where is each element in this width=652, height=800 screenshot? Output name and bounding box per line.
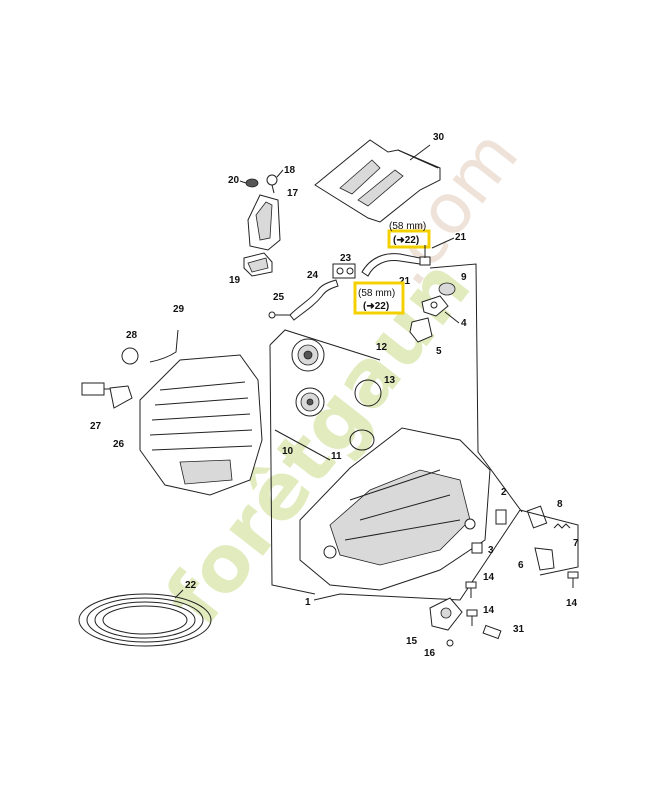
part-23-valve xyxy=(332,263,356,279)
label-12: 12 xyxy=(376,342,388,353)
label-6: 6 xyxy=(518,560,524,571)
label-30: 30 xyxy=(433,132,445,143)
label-20: 20 xyxy=(228,175,240,186)
part-20-grommet xyxy=(245,178,259,188)
part-16-screw xyxy=(446,639,454,647)
label-13: 13 xyxy=(384,375,396,386)
callout-1-length: (58 mm) xyxy=(389,221,426,232)
label-26: 26 xyxy=(113,439,125,450)
label-19: 19 xyxy=(229,275,241,286)
label-23: 23 xyxy=(340,253,352,264)
part-15-catch xyxy=(429,597,463,631)
part-8-sleeve xyxy=(526,505,548,529)
label-14-b: 14 xyxy=(483,605,495,616)
part-6-stop xyxy=(534,547,555,571)
label-8: 8 xyxy=(557,499,563,510)
part-18-screw xyxy=(266,174,278,194)
label-16: 16 xyxy=(424,648,436,659)
part-9-grommet xyxy=(438,282,456,296)
part-5-connector xyxy=(409,317,433,343)
label-24: 24 xyxy=(307,270,319,281)
label-29: 29 xyxy=(173,304,185,315)
part-28-plug xyxy=(121,347,139,365)
label-28: 28 xyxy=(126,330,138,341)
label-10: 10 xyxy=(282,446,294,457)
label-15: 15 xyxy=(406,636,418,647)
part-24-pipe xyxy=(289,279,339,321)
part-14-screws xyxy=(465,571,579,626)
label-18: 18 xyxy=(284,165,296,176)
label-3: 3 xyxy=(488,545,494,556)
part-17-bracket xyxy=(247,194,281,251)
part-21-hose xyxy=(361,245,431,277)
label-31: 31 xyxy=(513,624,525,635)
label-14-c: 14 xyxy=(566,598,578,609)
label-7: 7 xyxy=(573,538,579,549)
part-4-bracket xyxy=(421,295,449,317)
engine-block xyxy=(139,354,263,496)
part-22-coil xyxy=(78,593,212,647)
part-26-wrench xyxy=(109,385,133,409)
part-29-cable xyxy=(149,329,179,363)
label-22: 22 xyxy=(185,580,197,591)
part-3-nut xyxy=(471,542,483,554)
label-27: 27 xyxy=(90,421,102,432)
part-1-crankcase xyxy=(299,427,491,591)
label-17: 17 xyxy=(287,188,299,199)
label-14-a: 14 xyxy=(483,572,495,583)
label-5: 5 xyxy=(436,346,442,357)
part-2-bolt xyxy=(495,509,507,525)
label-4: 4 xyxy=(461,318,467,329)
label-25: 25 xyxy=(273,292,285,303)
part-12-ignition xyxy=(291,338,325,372)
callout-2-length: (58 mm) xyxy=(358,288,395,299)
callout-hose-length-2: (58 mm) (➜22) xyxy=(353,281,405,315)
label-21-top: 21 xyxy=(455,232,467,243)
callout-1-ref: (➜22) xyxy=(393,235,419,246)
label-1: 1 xyxy=(305,597,311,608)
part-10-pump xyxy=(295,387,325,417)
part-11-oring xyxy=(349,429,375,451)
part-27-spark-plug xyxy=(81,382,112,396)
part-25-screw xyxy=(268,311,290,319)
part-7-spring xyxy=(553,523,571,529)
part-13-oring xyxy=(354,379,382,407)
label-2: 2 xyxy=(501,487,507,498)
callout-2-ref: (➜22) xyxy=(363,301,389,312)
callout-hose-length-1: (58 mm) (➜22) xyxy=(387,221,431,249)
label-21-mid: 21 xyxy=(399,276,411,287)
label-9: 9 xyxy=(461,272,467,283)
part-19-filter xyxy=(243,252,273,277)
part-30-cover xyxy=(314,139,441,223)
label-11: 11 xyxy=(331,451,342,462)
part-31-bolt xyxy=(482,624,502,640)
